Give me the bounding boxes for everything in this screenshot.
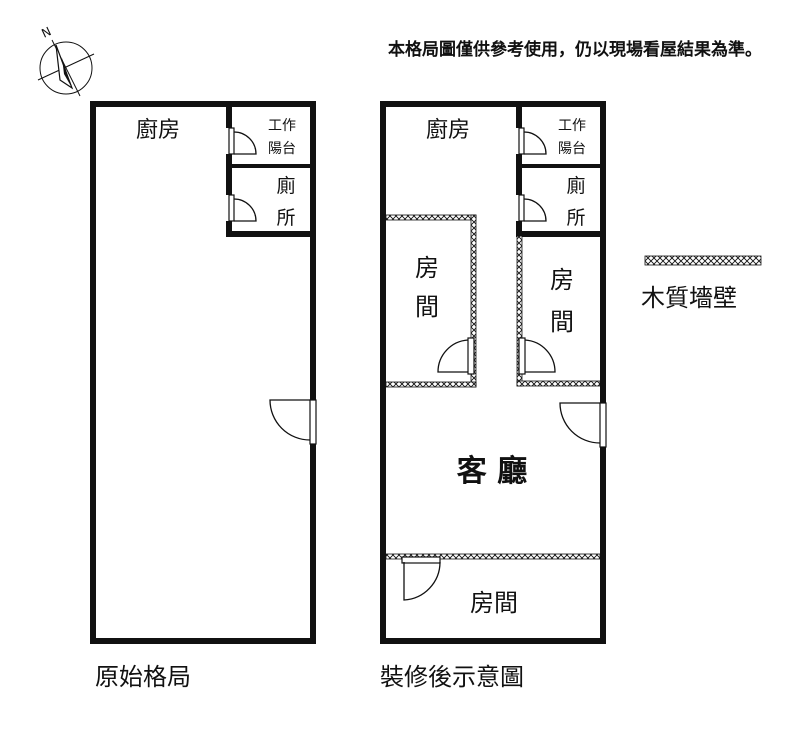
original-balcony-label-1: 工作 xyxy=(268,118,296,134)
renovated-right-bedroom-label-2: 間 xyxy=(550,308,574,336)
legend-label: 木質墻壁 xyxy=(641,284,737,312)
renovated-right-bedroom-label-1: 房 xyxy=(550,266,574,294)
renovated-bottom-bedroom-label: 房間 xyxy=(470,589,518,617)
renovated-living-room-label: 客 廳 xyxy=(457,454,527,489)
renovated-plan-caption: 裝修後示意圖 xyxy=(380,663,524,691)
wood-wall-segments xyxy=(385,214,601,560)
renovated-left-bedroom-label-1: 房 xyxy=(415,254,439,282)
legend: 木質墻壁 xyxy=(641,255,762,312)
disclaimer-notice: 本格局圖僅供參考使用，仍以現場看屋結果為準。 xyxy=(388,39,762,60)
wood-wall-hatch-icon xyxy=(644,255,762,266)
original-toilet-label-1: 廁 xyxy=(276,174,295,197)
original-plan: 廚房 工作 陽台 廁 所 xyxy=(90,101,318,644)
original-balcony-label-2: 陽台 xyxy=(268,141,296,157)
north-label: N xyxy=(39,24,53,40)
compass-north-arrow-icon: N xyxy=(37,24,95,97)
original-toilet-label-2: 所 xyxy=(276,207,295,229)
renovated-toilet-label-2: 所 xyxy=(566,207,585,229)
renovated-kitchen-label: 廚房 xyxy=(426,118,470,143)
renovated-balcony-label-1: 工作 xyxy=(558,118,586,134)
renovated-toilet-label-1: 廁 xyxy=(566,174,585,197)
original-kitchen-label: 廚房 xyxy=(136,118,180,143)
renovated-balcony-label-2: 陽台 xyxy=(558,141,586,157)
original-plan-caption: 原始格局 xyxy=(95,663,191,691)
renovated-left-bedroom-label-2: 間 xyxy=(415,293,439,321)
renovated-plan: 廚房 工作 陽台 廁 所 房 間 房 間 客 廳 房間 xyxy=(380,101,608,644)
